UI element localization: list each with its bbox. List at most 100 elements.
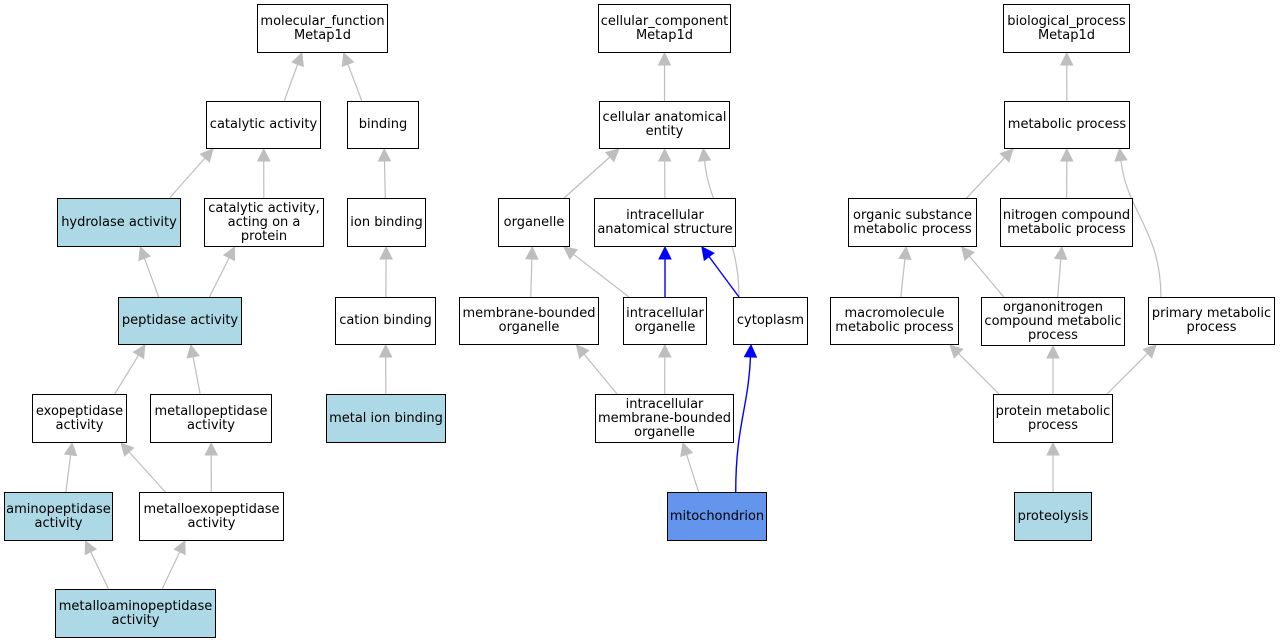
edge-arrowhead — [960, 246, 975, 261]
edge-arrowhead — [378, 343, 393, 358]
node-primary-metabolic-process[interactable]: primary metabolic process — [1148, 297, 1275, 345]
edge-arrowhead — [743, 343, 758, 358]
edge-organonitrogen-to-organic_sub — [960, 246, 1005, 298]
edge-arrowhead — [949, 344, 964, 359]
edge-intra_organelle-to-intra_anat — [658, 245, 672, 297]
edge-metalloaminopeptidase-to-aminopeptidase — [84, 539, 110, 590]
node-cytoplasm[interactable]: cytoplasm — [733, 297, 808, 345]
node-metallopeptidase-activity[interactable]: metallopeptidase activity — [150, 394, 272, 443]
edge-membrane_organelle-to-organelle — [525, 245, 539, 298]
edge-arrowhead — [898, 245, 912, 261]
node-catalytic-activity[interactable]: catalytic activity — [206, 101, 321, 149]
edge-intra_organelle-to-organelle — [563, 246, 630, 298]
edge-metalloaminopeptidase-to-metalloexopeptidase — [161, 539, 186, 590]
edge-primary_metabolic-to-metabolic — [1114, 147, 1162, 298]
edge-organelle-to-cell_anat — [563, 148, 620, 199]
edge-cat_protein-to-catalytic — [256, 147, 271, 199]
node-metalloaminopeptidase-activity[interactable]: metalloaminopeptidase activity — [55, 589, 216, 638]
node-hydrolase-activity[interactable]: hydrolase activity — [57, 198, 181, 247]
edge-peptidase-to-cat_protein — [208, 246, 236, 298]
edge-cell_anat-to-cc_root — [657, 51, 672, 101]
node-exopeptidase-activity[interactable]: exopeptidase activity — [32, 394, 127, 443]
node-intracellular-membrane-bounded-organelle[interactable]: intracellular membrane-bounded organelle — [595, 394, 734, 443]
node-membrane-bounded-organelle[interactable]: membrane-bounded organelle — [459, 297, 599, 345]
edge-arrowhead — [222, 246, 236, 262]
edge-binding-to-mf_root — [341, 51, 363, 102]
node-cellular-component-root[interactable]: cellular_component Metap1d — [598, 4, 731, 53]
edge-catalytic-to-mf_root — [283, 51, 304, 102]
edge-arrowhead — [680, 441, 694, 457]
edge-arrowhead — [1142, 344, 1157, 359]
node-ion-binding[interactable]: ion binding — [347, 198, 426, 247]
edge-macromolecule-to-organic_sub — [898, 245, 912, 298]
node-macromolecule-metabolic-process[interactable]: macromolecule metabolic process — [830, 297, 959, 345]
edge-exopeptidase-to-peptidase — [114, 344, 146, 395]
node-cellular-anatomical-entity[interactable]: cellular anatomical entity — [599, 101, 730, 149]
node-metabolic-process[interactable]: metabolic process — [1004, 101, 1130, 149]
edge-metallopeptidase-to-peptidase — [186, 343, 201, 395]
edge-arrowhead — [132, 344, 146, 360]
edge-metabolic-to-bp_root — [1059, 51, 1074, 102]
node-peptidase-activity[interactable]: peptidase activity — [118, 297, 242, 345]
edge-arrowhead — [173, 539, 186, 556]
edge-metalloexopeptidase-to-metallopeptidase — [204, 441, 219, 493]
edge-arrowhead — [377, 147, 392, 162]
node-organic-substance-metabolic-process[interactable]: organic substance metabolic process — [848, 198, 977, 247]
edge-arrowhead — [657, 51, 672, 66]
edge-arrowhead — [63, 441, 78, 457]
node-cation-binding[interactable]: cation binding — [335, 297, 436, 345]
edge-arrowhead — [186, 343, 200, 359]
node-proteolysis[interactable]: proteolysis — [1014, 492, 1092, 541]
edge-mitochondrion-to-cytoplasm — [735, 343, 758, 493]
edge-metalloexopeptidase-to-exopeptidase — [120, 442, 166, 493]
edge-metal_ion_binding-to-cation_binding — [378, 343, 393, 395]
edge-arrowhead — [256, 147, 271, 162]
edge-cation_binding-to-ion_binding — [379, 245, 393, 298]
node-binding[interactable]: binding — [347, 101, 419, 149]
edge-organonitrogen-to-nitrogen_comp — [1053, 245, 1068, 298]
edge-arrowhead — [658, 245, 672, 260]
edge-arrowhead — [697, 147, 712, 162]
edge-arrowhead — [1114, 147, 1128, 162]
node-organonitrogen-compound-metabolic-process[interactable]: organonitrogen compound metabolic proces… — [981, 297, 1125, 346]
node-nitrogen-compound-metabolic-process[interactable]: nitrogen compound metabolic process — [1000, 198, 1133, 247]
edge-protein_metabolic-to-organonitrogen — [1046, 344, 1060, 394]
node-metal-ion-binding[interactable]: metal ion binding — [326, 394, 446, 443]
edge-arrowhead — [291, 51, 304, 68]
edge-arrowhead — [379, 245, 393, 260]
node-aminopeptidase-activity[interactable]: aminopeptidase activity — [4, 492, 113, 541]
node-catalytic-activity-acting-on-protein[interactable]: catalytic activity, acting on a protein — [204, 198, 324, 247]
edge-arrowhead — [1059, 147, 1074, 162]
node-protein-metabolic-process[interactable]: protein metabolic process — [993, 394, 1113, 443]
edge-arrowhead — [999, 148, 1014, 163]
node-intracellular-organelle[interactable]: intracellular organelle — [623, 297, 707, 345]
edge-hydrolase-to-catalytic — [169, 148, 214, 199]
edge-cytoplasm-to-intra_anat — [701, 246, 740, 298]
node-biological-process-root[interactable]: biological_process Metap1d — [1003, 4, 1130, 53]
edge-arrowhead — [204, 441, 219, 456]
node-mitochondrion[interactable]: mitochondrion — [667, 492, 767, 541]
edge-intra_membrane_organelle-to-intra_organelle — [657, 343, 672, 395]
edge-arrowhead — [575, 344, 590, 359]
edge-arrowhead — [1046, 344, 1060, 359]
edge-arrowhead — [657, 343, 672, 358]
node-metalloexopeptidase-activity[interactable]: metalloexopeptidase activity — [139, 492, 284, 541]
node-organelle[interactable]: organelle — [498, 198, 570, 247]
edge-arrowhead — [1046, 441, 1060, 456]
edge-arrowhead — [701, 246, 715, 262]
edge-arrowhead — [138, 245, 152, 262]
edge-arrowhead — [341, 51, 355, 68]
edge-ion_binding-to-binding — [377, 147, 392, 199]
edge-arrowhead — [525, 245, 539, 260]
edge-protein_metabolic-to-macromolecule — [949, 344, 1000, 395]
edge-intra_membrane_organelle-to-membrane_organelle — [575, 344, 618, 395]
edge-arrowhead — [563, 246, 579, 261]
edge-proteolysis-to-protein_metabolic — [1046, 441, 1060, 492]
node-molecular-function-root[interactable]: molecular_function Metap1d — [257, 4, 388, 53]
edge-mitochondrion-to-intra_membrane_organelle — [680, 441, 700, 493]
edge-arrowhead — [199, 148, 214, 163]
edge-arrowhead — [120, 442, 135, 457]
edge-arrowhead — [1059, 51, 1074, 66]
node-intracellular-anatomical-structure[interactable]: intracellular anatomical structure — [594, 198, 736, 247]
